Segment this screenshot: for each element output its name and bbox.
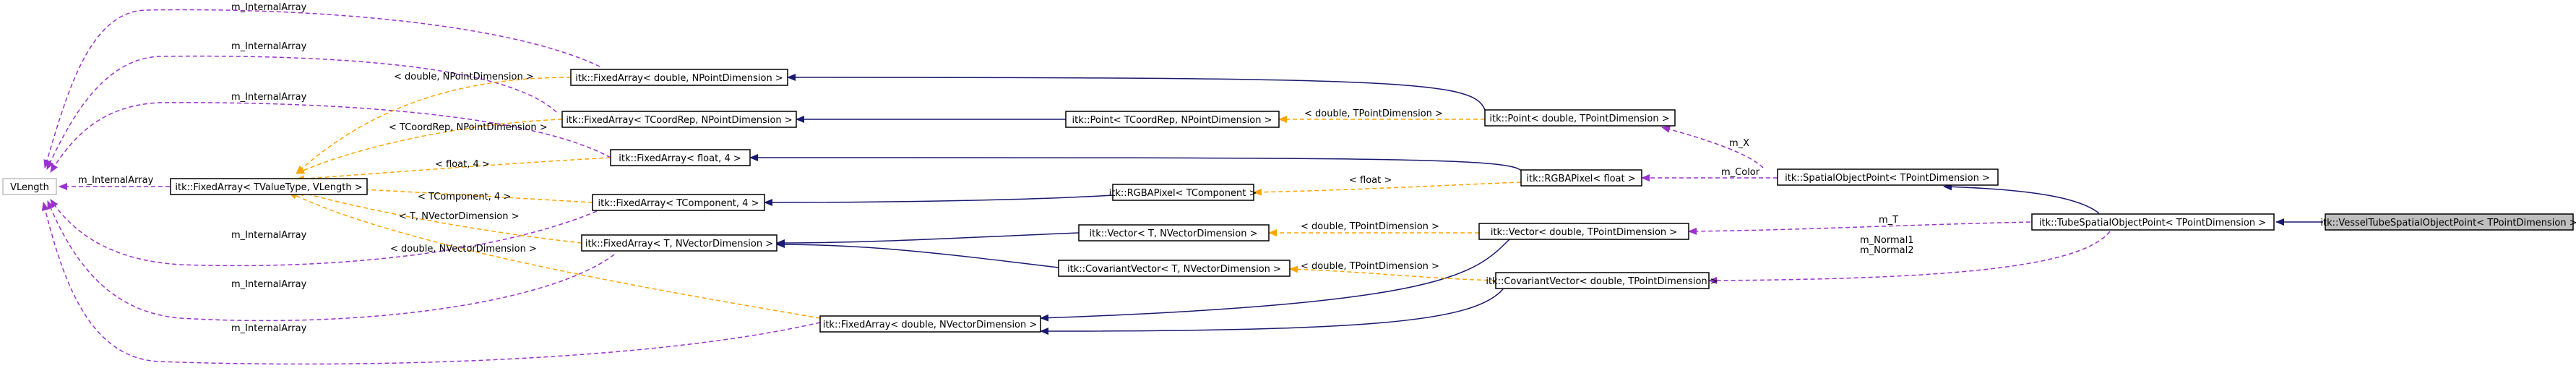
- node-label: itk::Point< double, TPointDimension >: [1489, 114, 1669, 124]
- edge-label: < T, NVectorDimension >: [399, 211, 520, 222]
- edge-inherit-rgbapixel-tcomponent: [764, 195, 1113, 206]
- edge-inherit-vector-double: [1040, 238, 1511, 322]
- edge-inherit-covvector-t: [776, 241, 1059, 268]
- edge-label: m_InternalArray: [78, 175, 154, 186]
- edge-label: < float >: [1349, 175, 1392, 186]
- node-label: itk::RGBAPixel< TComponent >: [1109, 188, 1257, 199]
- node-label: itk::Vector< T, NVectorDimension >: [1090, 228, 1258, 239]
- edge-tpl-double-nvector: [288, 192, 821, 319]
- edge-inherit-rgbapixel-float: [749, 154, 1522, 171]
- edge-label: m_X: [1729, 138, 1749, 149]
- node-rgbapixel-tcomponent[interactable]: itk::RGBAPixel< TComponent >: [1109, 184, 1257, 201]
- edge-member-m-normal: [1708, 231, 2111, 284]
- edge-label: m_InternalArray: [231, 279, 307, 290]
- node-point-tcoordrep[interactable]: itk::Point< TCoordRep, NPointDimension >: [1065, 111, 1280, 128]
- edge-label: < double, TPointDimension >: [1301, 221, 1439, 232]
- node-label: itk::FixedArray< double, NVectorDimensio…: [823, 320, 1038, 330]
- edge-label: < TCoordRep, NPointDimension >: [389, 122, 548, 133]
- edge-internal-array-7: [41, 202, 821, 365]
- edge-tpl-float: [1253, 181, 1522, 196]
- edge-member-m-x: [1661, 126, 1764, 168]
- node-spatialobjectpoint[interactable]: itk::SpatialObjectPoint< TPointDimension…: [1777, 168, 1999, 186]
- edge-label: < TComponent, 4 >: [418, 192, 511, 202]
- edge-label: m_InternalArray: [231, 92, 307, 103]
- node-label: itk::FixedArray< double, NPointDimension…: [575, 73, 783, 84]
- edge-internal-array-6: [47, 200, 615, 322]
- node-label: itk::FixedArray< float, 4 >: [619, 153, 741, 164]
- edge-internal-array-3: [50, 102, 611, 173]
- edge-label: < double, NPointDimension >: [394, 72, 534, 82]
- node-label: itk::SpatialObjectPoint< TPointDimension…: [1785, 173, 1990, 184]
- node-fixedarray-tcoordrep-npoint[interactable]: itk::FixedArray< TCoordRep, NPointDimens…: [561, 111, 797, 128]
- node-label: itk::Vector< double, TPointDimension >: [1491, 227, 1677, 238]
- edge-label: < double, TPointDimension >: [1301, 261, 1439, 272]
- edge-internal-array-5: [50, 199, 604, 267]
- node-label: VLength: [10, 182, 49, 193]
- edge-labels: m_InternalArray m_InternalArray m_Intern…: [78, 2, 1913, 334]
- edge-internal-array-1: [43, 9, 600, 168]
- node-point-double[interactable]: itk::Point< double, TPointDimension >: [1484, 109, 1676, 127]
- node-label: itk::FixedArray< T, NVectorDimension >: [585, 239, 773, 249]
- edge-label: < double, NVectorDimension >: [390, 244, 537, 255]
- node-vlength[interactable]: VLength: [2, 178, 57, 195]
- node-fixedarray-t-nvector[interactable]: itk::FixedArray< T, NVectorDimension >: [581, 234, 777, 252]
- node-label: itk::RGBAPixel< float >: [1526, 174, 1635, 184]
- edge-internal-array-2: [46, 55, 557, 170]
- node-fixedarray-double-npoint[interactable]: itk::FixedArray< double, NPointDimension…: [570, 69, 788, 86]
- nodes: VLength itk::FixedArray< TValueType, VLe…: [2, 69, 2576, 333]
- node-label: itk::VesselTubeSpatialObjectPoint< TPoin…: [2320, 218, 2576, 228]
- edges: [41, 9, 2323, 365]
- node-rgbapixel-float[interactable]: itk::RGBAPixel< float >: [1520, 169, 1642, 187]
- edge-label: m_Color: [1721, 167, 1760, 178]
- edge-label: m_T: [1879, 215, 1898, 226]
- edge-inherit-vector-t: [776, 232, 1080, 247]
- node-fixedarray-tvaluetype[interactable]: itk::FixedArray< TValueType, VLength >: [170, 178, 368, 195]
- node-label: itk::TubeSpatialObjectPoint< TPointDimen…: [2039, 218, 2266, 228]
- edge-tpl-covvector-double: [1289, 265, 1496, 281]
- edge-label: m_InternalArray: [231, 230, 307, 241]
- node-vector-t[interactable]: itk::Vector< T, NVectorDimension >: [1078, 224, 1270, 242]
- edge-tpl-float-4: [296, 157, 611, 183]
- node-label: itk::FixedArray< TCoordRep, NPointDimens…: [566, 115, 792, 126]
- node-label: itk::CovariantVector< double, TPointDime…: [1486, 276, 1718, 287]
- edge-inherit-covvector-double: [1040, 289, 1504, 335]
- node-fixedarray-double-nvector[interactable]: itk::FixedArray< double, NVectorDimensio…: [819, 315, 1041, 333]
- node-label: itk::Point< TCoordRep, NPointDimension >: [1072, 115, 1272, 126]
- node-vector-double[interactable]: itk::Vector< double, TPointDimension >: [1478, 223, 1689, 240]
- node-label: itk::CovariantVector< T, NVectorDimensio…: [1067, 264, 1281, 275]
- edge-tpl-t-nvector: [296, 189, 582, 244]
- edge-tpl-tcoordrep-npoint: [296, 119, 563, 174]
- node-covariantvector-t[interactable]: itk::CovariantVector< T, NVectorDimensio…: [1058, 260, 1291, 277]
- node-tubespatialobjectpoint[interactable]: itk::TubeSpatialObjectPoint< TPointDimen…: [2031, 213, 2275, 231]
- edge-tpl-double-npoint: [296, 77, 572, 174]
- edge-inherit-spatialobjectpoint: [1943, 183, 2100, 214]
- edge-label: m_InternalArray: [231, 2, 307, 13]
- edge-label: m_Normal2: [1860, 245, 1913, 256]
- edge-label: m_InternalArray: [231, 323, 307, 334]
- node-label: itk::FixedArray< TValueType, VLength >: [175, 182, 362, 193]
- edge-member-m-t: [1688, 221, 2031, 235]
- edge-label: < double, TPointDimension >: [1304, 108, 1443, 119]
- node-fixedarray-tcomponent-4[interactable]: itk::FixedArray< TComponent, 4 >: [592, 194, 765, 211]
- edge-label: m_Normal1: [1860, 235, 1913, 246]
- edge-inherit-point-double: [787, 74, 1486, 111]
- edge-label: m_InternalArray: [231, 41, 307, 52]
- edge-label: < float, 4 >: [435, 159, 490, 170]
- node-vesseltube-root[interactable]: itk::VesselTubeSpatialObjectPoint< TPoin…: [2320, 213, 2576, 231]
- node-covariantvector-double[interactable]: itk::CovariantVector< double, TPointDime…: [1486, 272, 1718, 289]
- node-label: itk::FixedArray< TComponent, 4 >: [598, 198, 759, 209]
- node-fixedarray-float-4[interactable]: itk::FixedArray< float, 4 >: [610, 149, 751, 166]
